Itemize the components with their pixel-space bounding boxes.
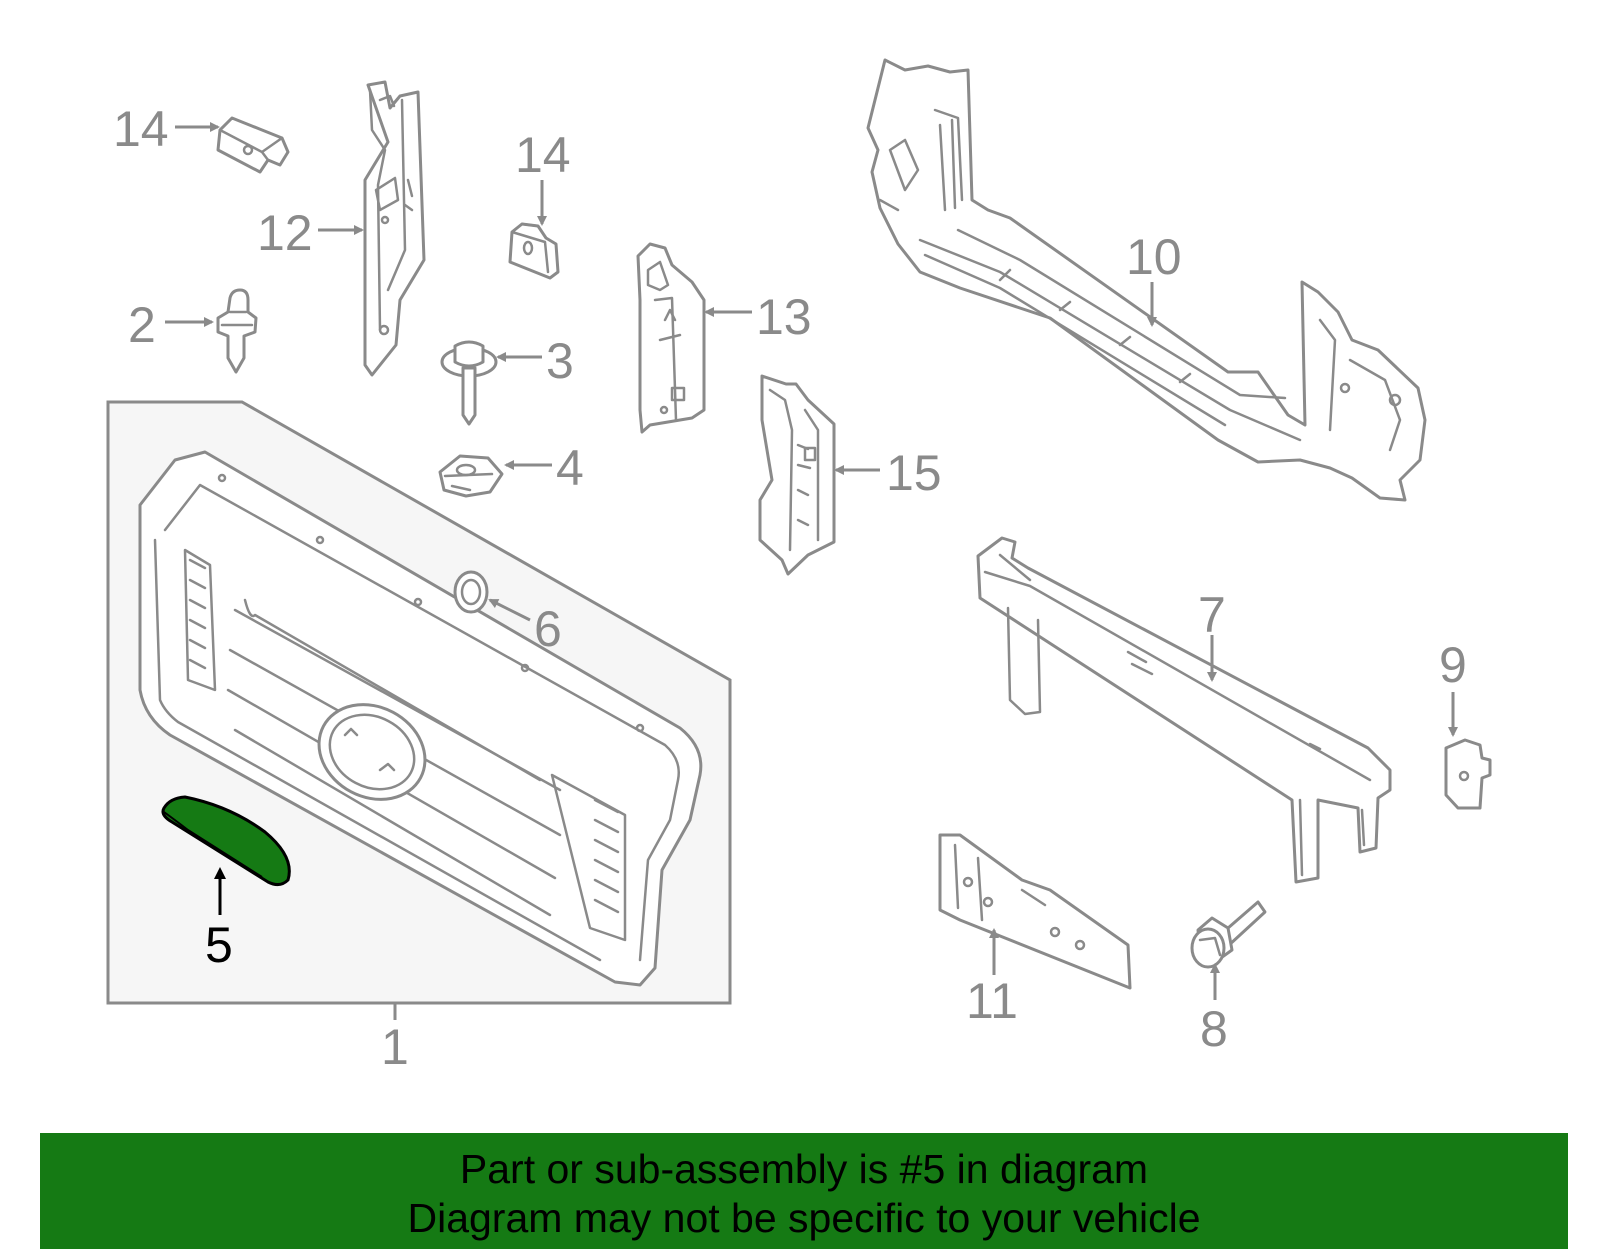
callout-7: 7 [1198,587,1226,643]
callout-13: 13 [756,289,812,345]
callout-15: 15 [886,445,942,501]
part-8-bolt [1190,900,1267,969]
callout-10: 10 [1126,229,1182,285]
info-banner: Part or sub-assembly is #5 in diagram Di… [40,1133,1568,1249]
part-5-emblem-highlighted [161,795,291,887]
part-2-push-pin [216,288,258,374]
part-14-clip-b [508,222,560,280]
callout-5: 5 [205,917,233,973]
grille-part [138,450,703,987]
callout-2: 2 [128,297,156,353]
callout-11: 11 [966,973,1018,1029]
part-11-bracket [938,833,1132,990]
callout-3: 3 [546,333,574,389]
banner-line-1: Part or sub-assembly is #5 in diagram [459,1146,1149,1192]
callout-4: 4 [556,440,584,496]
part-7-tie-bar [976,536,1392,884]
part-12-bracket [363,80,426,377]
callout-14b: 14 [515,127,571,183]
part-9-clip [1444,738,1492,810]
part-3-bolt [440,340,498,426]
callout-1: 1 [381,1019,409,1075]
part-14-clip-a [216,116,290,174]
part-6-grommet [453,570,489,614]
banner-line-2: Diagram may not be specific to your vehi… [407,1195,1201,1241]
callout-9: 9 [1439,637,1467,693]
callout-8: 8 [1200,1001,1228,1057]
leader-6 [488,598,531,622]
part-10-radiator-support [866,58,1427,502]
callout-6: 6 [534,601,562,657]
part-15-bracket [758,374,836,576]
callout-12: 12 [257,205,313,261]
part-13-bracket [636,242,706,434]
part-4-clip-nut [438,454,504,498]
callout-14a: 14 [113,101,169,157]
